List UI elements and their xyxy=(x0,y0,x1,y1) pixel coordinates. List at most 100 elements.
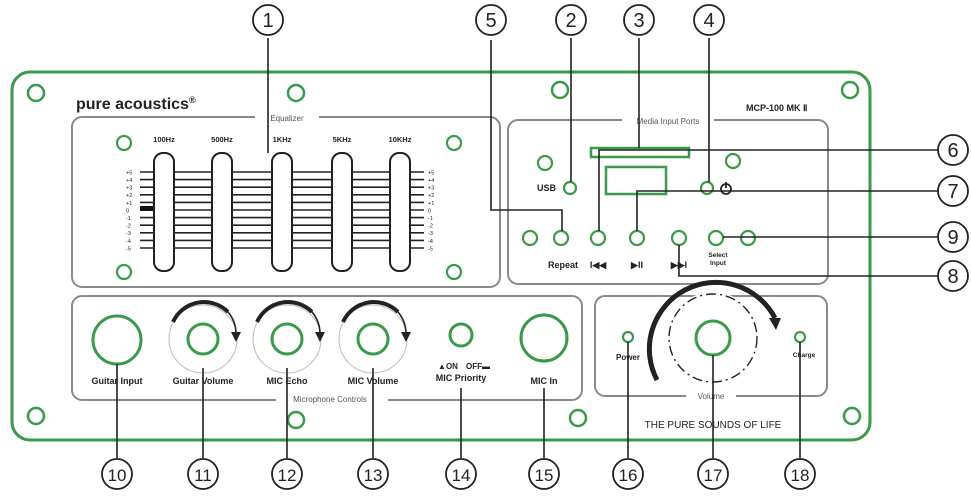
eq-scale-tick-label: -1 xyxy=(126,216,131,222)
mic-in-jack[interactable] xyxy=(519,313,569,363)
callout-number: 18 xyxy=(791,466,810,485)
callout-circle xyxy=(445,458,477,490)
eq-band-label: 5KHz xyxy=(333,135,352,144)
equalizer-slider-1khz[interactable]: 1KHz xyxy=(271,135,293,272)
mic-volume-knob[interactable] xyxy=(338,300,411,374)
callout-circle xyxy=(693,4,725,36)
callout-circle xyxy=(555,4,587,36)
eq-band-label: 100Hz xyxy=(153,135,175,144)
callout-number: 3 xyxy=(633,10,644,32)
guitar-volume-knob[interactable] xyxy=(168,300,241,374)
mic-priority-off-label: OFF▬ xyxy=(466,362,490,371)
callout-circle xyxy=(937,221,969,253)
next-button[interactable] xyxy=(670,229,688,247)
repeat-label: Repeat xyxy=(548,260,578,270)
callout-circle xyxy=(271,458,303,490)
callout-number: 5 xyxy=(485,10,496,32)
eq-scale-tick-label: +1 xyxy=(126,201,132,207)
eq-scale-tick-label: -2 xyxy=(126,224,131,230)
eq-band-label: 500Hz xyxy=(211,135,233,144)
mic-priority-switch[interactable] xyxy=(448,322,474,348)
eq-scale-tick-label: +3 xyxy=(428,186,434,192)
play-pause-icon: ▶II xyxy=(630,260,643,270)
equalizer-slider-500hz[interactable]: 500Hz xyxy=(211,135,233,272)
eq-scale-tick-label: 0 xyxy=(428,208,431,214)
callout-circle xyxy=(623,4,655,36)
callout-number: 14 xyxy=(452,466,471,485)
brand-logo: pure acoustics® xyxy=(76,95,196,113)
media-screw-bottom-right xyxy=(739,229,757,247)
eq-scale-tick-label: +5 xyxy=(126,170,132,176)
mic-echo-knob[interactable] xyxy=(252,300,325,374)
eq-scale-tick-label: -4 xyxy=(126,239,131,245)
eq-scale-tick-label: -4 xyxy=(428,239,433,245)
equalizer-zero-marker xyxy=(140,206,154,211)
guitar-input-jack[interactable] xyxy=(91,314,143,366)
callout-number: 15 xyxy=(535,466,554,485)
eq-scale-tick-label: +3 xyxy=(126,186,132,192)
power-symbol-icon xyxy=(720,182,732,195)
eq-scale-tick-label: +2 xyxy=(428,193,434,199)
select-input-button[interactable] xyxy=(707,229,725,247)
charge-label: Charge xyxy=(793,352,816,359)
eq-scale-tick-label: +4 xyxy=(428,178,434,184)
callout-number: 16 xyxy=(619,466,638,485)
callout-number: 13 xyxy=(364,466,383,485)
callout-number: 1 xyxy=(262,10,273,32)
microphone-controls-frame xyxy=(71,295,583,401)
charge-led xyxy=(793,330,807,344)
callout-circle xyxy=(697,458,729,490)
media-screw-bottom-left xyxy=(521,229,539,247)
eq-scale-tick-label: -2 xyxy=(428,224,433,230)
callout-circle xyxy=(937,260,969,292)
equalizer-screws xyxy=(115,134,463,281)
sd-indicator xyxy=(699,180,715,196)
usb-port[interactable] xyxy=(604,165,668,196)
usb-indicator xyxy=(562,180,578,196)
callout-circle xyxy=(187,458,219,490)
callout-circle xyxy=(937,134,969,166)
select-input-label-2: Input xyxy=(710,260,727,267)
equalizer-scale-left: +5+4+3+2+10-1-2-3-4-5 xyxy=(126,170,132,252)
callout-circle xyxy=(101,458,133,490)
media-screw-right xyxy=(724,152,742,170)
equalizer-scale-right: +5+4+3+2+10-1-2-3-4-5 xyxy=(428,170,434,252)
mic-in-label: MIC In xyxy=(531,376,558,386)
callout-circle xyxy=(528,458,560,490)
eq-scale-tick-label: +4 xyxy=(126,178,132,184)
equalizer-slider-100hz[interactable]: 100Hz xyxy=(153,135,175,272)
callout-number: 7 xyxy=(947,181,958,203)
callout-circle xyxy=(784,458,816,490)
prev-icon: I◀◀ xyxy=(590,260,607,270)
panel-frame xyxy=(10,70,872,442)
callout-number: 10 xyxy=(108,466,127,485)
eq-scale-tick-label: -5 xyxy=(428,246,433,252)
eq-scale-tick-label: -3 xyxy=(428,231,433,237)
eq-scale-tick-label: +1 xyxy=(428,201,434,207)
power-led xyxy=(621,330,635,344)
media-screw-left xyxy=(536,154,554,172)
eq-scale-tick-label: -5 xyxy=(126,246,131,252)
prev-button[interactable] xyxy=(589,229,607,247)
callout-number: 8 xyxy=(947,266,958,288)
eq-scale-tick-label: +2 xyxy=(126,193,132,199)
eq-scale-tick-label: +5 xyxy=(428,170,434,176)
eq-scale-tick-label: 0 xyxy=(126,208,129,214)
sd-card-slot[interactable] xyxy=(589,146,691,159)
callout-number: 9 xyxy=(947,227,958,249)
eq-band-label: 1KHz xyxy=(273,135,292,144)
equalizer-slider-5khz[interactable]: 5KHz xyxy=(331,135,353,272)
callout-circle xyxy=(937,175,969,207)
equalizer-slider-10khz[interactable]: 10KHz xyxy=(389,135,412,272)
callout-number: 12 xyxy=(278,466,297,485)
media-ports-title: Media Input Ports xyxy=(637,117,700,126)
play-pause-button[interactable] xyxy=(628,229,646,247)
select-input-label-1: Select xyxy=(708,252,728,259)
callout-circle xyxy=(357,458,389,490)
volume-knob[interactable] xyxy=(646,279,781,384)
repeat-button[interactable] xyxy=(552,229,570,247)
callout-circle xyxy=(475,4,507,36)
callout-number: 4 xyxy=(703,10,714,32)
equalizer-title: Equalizer xyxy=(270,114,304,123)
